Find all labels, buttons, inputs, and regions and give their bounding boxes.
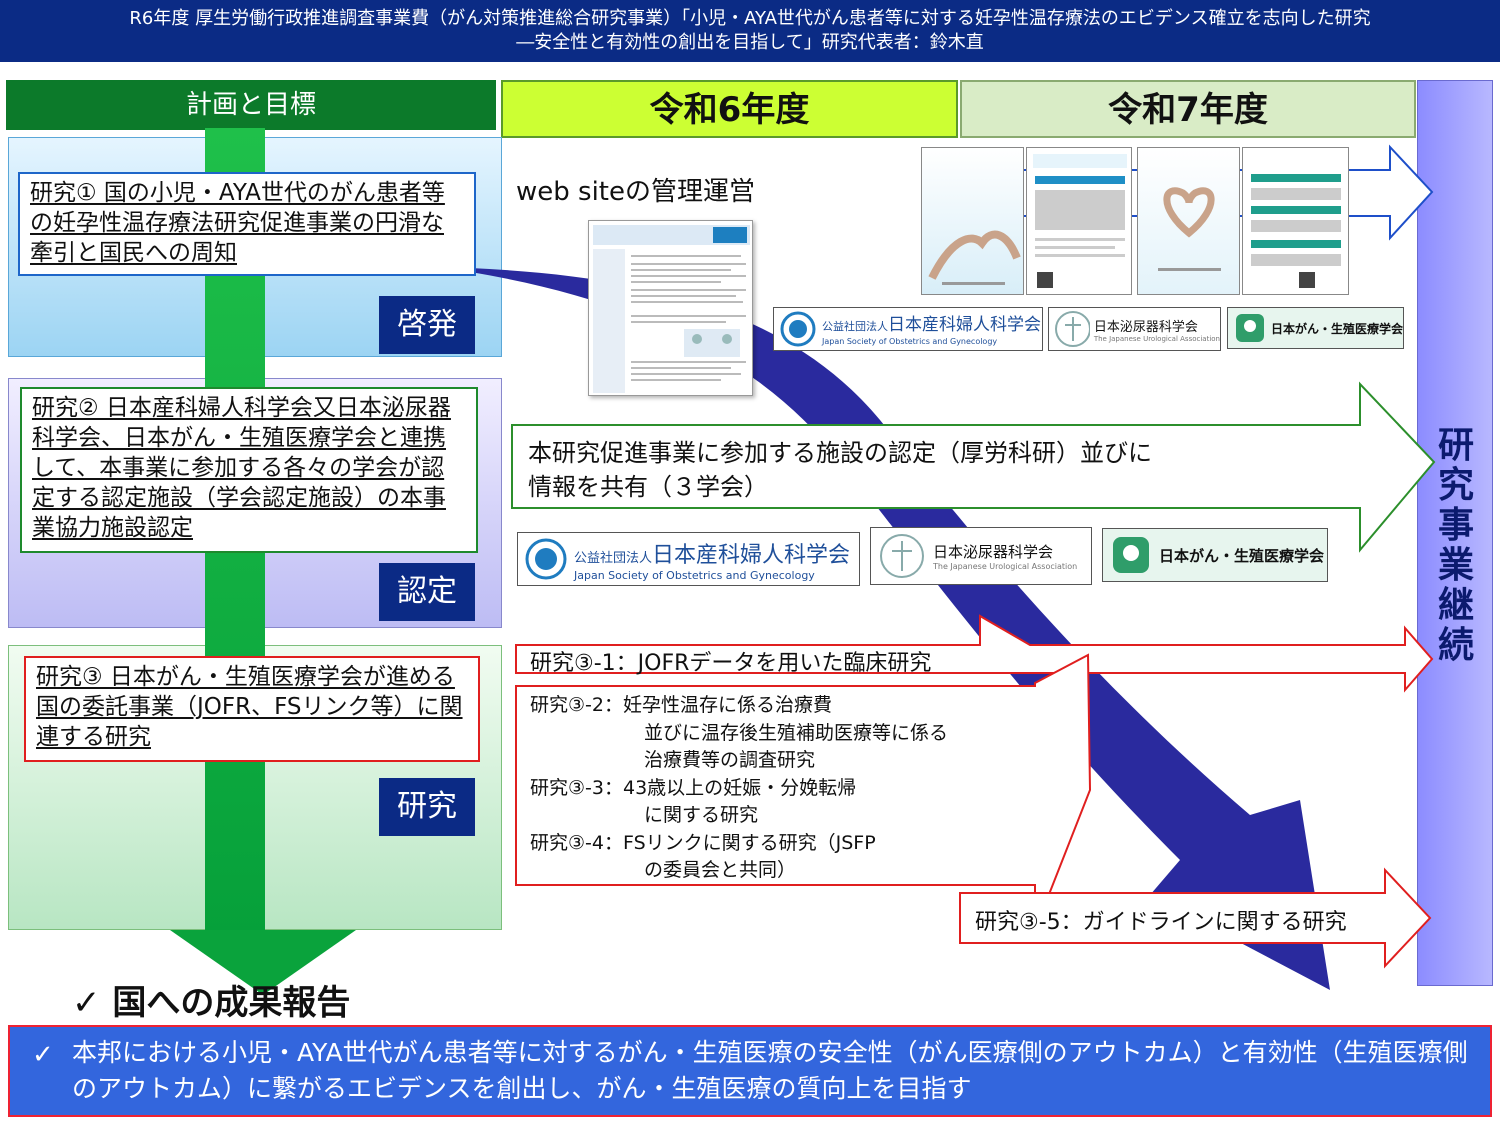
tag-research: 研究 [379, 778, 475, 836]
continue-bar: 研究事業継続 [1417, 80, 1493, 986]
jua-name: 日本泌尿器科学会 [1093, 319, 1198, 335]
goal-banner: ✓ 本邦における小児・AYA世代がん患者等に対するがん・生殖医療の安全性（がん医… [8, 1025, 1492, 1117]
research32-arrow [515, 653, 1092, 931]
poster-heart-hands-image [1137, 147, 1240, 295]
research35-arrow [959, 867, 1432, 969]
continue-char: 研 [1437, 425, 1474, 466]
jsog-en: Japan Society of Obstetrics and Gynecolo… [822, 337, 998, 346]
poster-info2-image [1242, 147, 1349, 295]
website-label: web siteの管理運営 [516, 177, 755, 207]
header-title-line1: R6年度 厚生労働行政推進調査事業費（がん対策推進総合研究事業）「小児・AYA世… [129, 8, 1371, 29]
tag-certification: 認定 [379, 563, 475, 621]
jsfp-name: 日本がん・生殖医療学会 [1270, 321, 1403, 336]
jsog-name-r6: 日本産科婦人科学会 [652, 542, 851, 568]
continue-char: 継 [1437, 585, 1474, 626]
jsog-name: 日本産科婦人科学会 [888, 315, 1041, 335]
certification-text-line1: 本研究促進事業に参加する施設の認定（厚労科研）並びに [528, 439, 1152, 467]
jua-en: The Japanese Urological Association [1093, 334, 1220, 343]
reiwa7-header: 令和7年度 [960, 80, 1416, 138]
jsog-prefix: 公益社団法人 [822, 320, 888, 333]
jsfp-name-r6: 日本がん・生殖医療学会 [1159, 546, 1325, 565]
plan-goals-header: 計画と目標 [6, 80, 496, 130]
jua-name-r6: 日本泌尿器科学会 [933, 543, 1054, 561]
certification-text-line2: 情報を共有（３学会） [528, 473, 768, 501]
jsfp-logo-r7: 日本がん・生殖医療学会 [1227, 307, 1404, 349]
study1-box: 研究① 国の小児・AYA世代のがん患者等の妊孕性温存療法研究促進事業の円滑な牽引… [18, 172, 476, 276]
header-title-line2: ―安全性と有効性の創出を目指して」研究代表者：鈴木直 [516, 32, 984, 53]
jsog-logo-r6: 公益社団法人日本産科婦人科学会 Japan Society of Obstetr… [517, 532, 860, 586]
study2-box: 研究② 日本産科婦人科学会又日本泌尿器科学会、日本がん・生殖医療学会と連携して、… [20, 387, 478, 553]
jsog-logo-r7: 公益社団法人日本産科婦人科学会 Japan Society of Obstetr… [773, 307, 1043, 351]
jua-logo-r6: 日本泌尿器科学会 The Japanese Urological Associa… [870, 527, 1092, 585]
jua-en-r6: The Japanese Urological Association [933, 562, 1078, 571]
page-header: R6年度 厚生労働行政推進調査事業費（がん対策推進総合研究事業）「小児・AYA世… [0, 0, 1500, 62]
goal-text: 本邦における小児・AYA世代がん患者等に対するがん・生殖医療の安全性（がん医療側… [72, 1038, 1468, 1103]
certification-arrow [511, 381, 1436, 553]
continue-char: 事 [1437, 505, 1474, 546]
check-icon: ✓ [32, 1040, 54, 1070]
timeline-arrow-head [170, 930, 356, 995]
jsog-en-r6: Japan Society of Obstetrics and Gynecolo… [574, 568, 815, 582]
report-title-text: 国への成果報告 [112, 983, 351, 1023]
website-screenshot-image [588, 220, 753, 396]
jsfp-logo-r6: 日本がん・生殖医療学会 [1102, 528, 1328, 582]
jsog-prefix-r6: 公益社団法人 [574, 550, 653, 566]
continue-char: 究 [1437, 465, 1474, 506]
research3-5-label: 研究③-5：ガイドラインに関する研究 [975, 910, 1347, 935]
research3-list: 研究③-2：妊孕性温存に係る治療費 並びに温存後生殖補助医療等に係る 治療費等の… [530, 694, 949, 881]
poster-info-image [1026, 147, 1132, 295]
research3-1-label: 研究③-1：JOFRデータを用いた臨床研究 [530, 651, 932, 676]
reiwa6-header: 令和6年度 [501, 80, 958, 138]
tag-awareness: 啓発 [379, 296, 475, 354]
continue-label: 研究事業継続 [1418, 426, 1494, 666]
continue-char: 業 [1437, 545, 1474, 586]
research31-arrow [515, 614, 1434, 693]
poster-hands-image [921, 147, 1024, 295]
report-title: ✓ 国への成果報告 [72, 981, 350, 1025]
jua-logo-r7: 日本泌尿器科学会 The Japanese Urological Associa… [1048, 307, 1221, 351]
study3-box: 研究③ 日本がん・生殖医療学会が進める国の委託事業（JOFR、FSリンク等）に関… [24, 656, 480, 762]
continue-char: 続 [1437, 625, 1474, 666]
check-icon: ✓ [72, 983, 101, 1023]
